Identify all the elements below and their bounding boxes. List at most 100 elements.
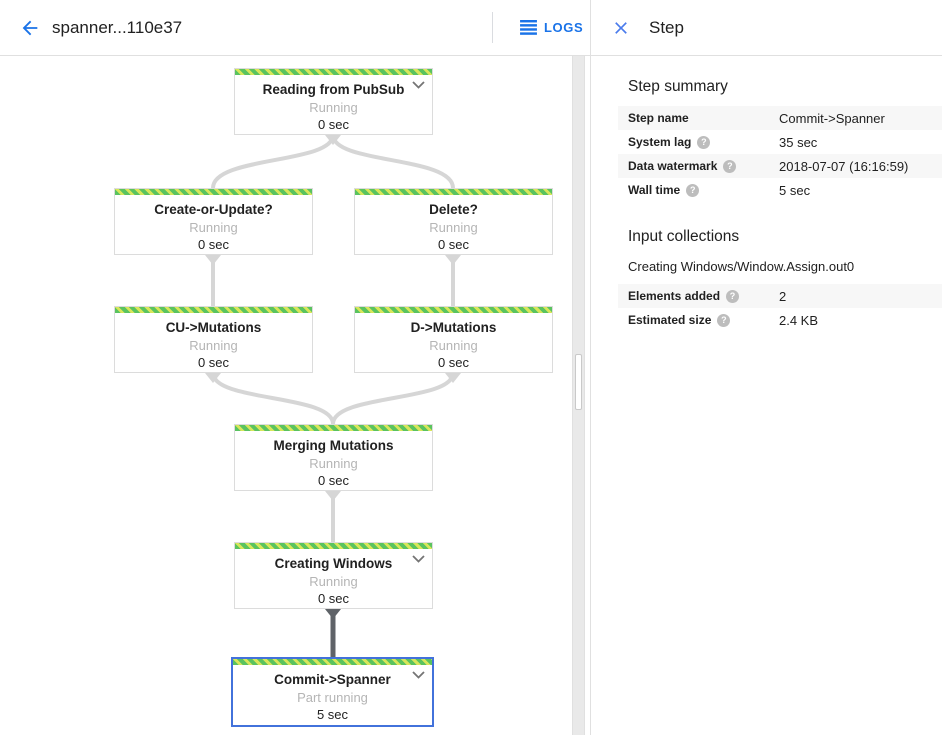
node-status: Part running <box>297 690 368 705</box>
logs-list-icon <box>520 20 537 35</box>
edge-arrow <box>445 373 461 383</box>
input-collections-heading: Input collections <box>628 228 740 245</box>
close-panel-button[interactable] <box>605 12 637 44</box>
node-status: Running <box>309 456 358 471</box>
help-icon[interactable]: ? <box>686 183 700 197</box>
step-summary-heading: Step summary <box>628 78 728 95</box>
row-label-text: Elements added <box>628 289 721 303</box>
running-stripe <box>115 307 312 313</box>
row-value: 35 sec <box>779 134 818 150</box>
table-row: Data watermark ? 2018-07-07 (16:16:59) <box>618 154 942 178</box>
splitter-drag-handle[interactable] <box>575 354 582 410</box>
input-collection-name: Creating Windows/Window.Assign.out0 <box>628 259 855 274</box>
node-status: Running <box>189 338 238 353</box>
logs-button-label: LOGS <box>544 20 584 35</box>
node-time: 0 sec <box>317 117 350 132</box>
running-stripe <box>235 69 432 75</box>
running-stripe <box>355 189 552 195</box>
table-row: Wall time ? 5 sec <box>618 178 942 202</box>
step-panel-header: Step <box>590 0 942 55</box>
graph-node-d-mutations[interactable]: D->Mutations Running 0 sec <box>354 306 553 373</box>
node-title: Commit->Spanner <box>274 672 391 687</box>
help-icon[interactable]: ? <box>726 289 740 303</box>
node-title: Reading from PubSub <box>262 82 405 97</box>
node-title: D->Mutations <box>410 320 497 335</box>
node-title: Creating Windows <box>274 556 393 571</box>
edge-arrow <box>445 255 461 265</box>
chevron-down-icon[interactable] <box>412 81 425 89</box>
running-stripe <box>235 543 432 549</box>
job-graph-canvas[interactable]: Reading from PubSub Running 0 sec Create… <box>0 56 572 735</box>
chevron-down-icon[interactable] <box>412 555 425 563</box>
row-label-text: System lag <box>628 135 692 149</box>
row-label: Data watermark ? <box>628 159 779 173</box>
row-label: Estimated size ? <box>628 313 779 327</box>
edge-arrow <box>325 609 341 619</box>
edge-arrow <box>205 255 221 265</box>
node-status: Running <box>429 338 478 353</box>
node-title: CU->Mutations <box>165 320 262 335</box>
graph-node-reading-from-pubsub[interactable]: Reading from PubSub Running 0 sec <box>234 68 433 135</box>
arrow-left-icon <box>22 20 38 35</box>
row-label-text: Estimated size <box>628 313 712 327</box>
chevron-down-icon[interactable] <box>412 671 425 679</box>
panel-title: Step <box>649 17 684 37</box>
row-value: Commit->Spanner <box>779 110 885 126</box>
row-label: Step name <box>628 111 779 125</box>
table-row: Step name Commit->Spanner <box>618 106 942 130</box>
input-collections-table: Elements added ? 2 Estimated size ? 2.4 … <box>618 284 942 332</box>
node-title: Delete? <box>429 202 478 217</box>
table-row: System lag ? 35 sec <box>618 130 942 154</box>
graph-node-creating-windows[interactable]: Creating Windows Running 0 sec <box>234 542 433 609</box>
job-title: spanner...110e37 <box>52 17 183 37</box>
node-time: 5 sec <box>316 707 349 722</box>
node-time: 0 sec <box>317 473 350 488</box>
help-icon[interactable]: ? <box>717 313 731 327</box>
row-value: 2.4 KB <box>779 312 819 328</box>
help-icon[interactable]: ? <box>697 135 711 149</box>
row-value: 2018-07-07 (16:16:59) <box>779 158 909 174</box>
node-time: 0 sec <box>317 591 350 606</box>
graph-node-merging-mutations[interactable]: Merging Mutations Running 0 sec <box>234 424 433 491</box>
graph-node-commit-spanner-selected[interactable]: Commit->Spanner Part running 5 sec <box>231 657 434 727</box>
topbar-divider <box>492 12 493 43</box>
node-time: 0 sec <box>437 355 470 370</box>
top-bar-left: spanner...110e37 <box>0 0 590 55</box>
row-label: Wall time ? <box>628 183 779 197</box>
edge-arrow <box>325 491 341 501</box>
running-stripe <box>115 189 312 195</box>
node-time: 0 sec <box>197 237 230 252</box>
node-status: Running <box>189 220 238 235</box>
node-title: Merging Mutations <box>273 438 394 453</box>
node-status: Running <box>309 574 358 589</box>
row-label-text: Data watermark <box>628 159 718 173</box>
edge-arrow <box>325 135 341 145</box>
running-stripe <box>355 307 552 313</box>
panel-splitter <box>572 56 585 735</box>
edge <box>331 372 455 425</box>
graph-edges <box>205 134 461 657</box>
graph-node-cu-mutations[interactable]: CU->Mutations Running 0 sec <box>114 306 313 373</box>
edge-arrow <box>205 373 221 383</box>
close-icon <box>615 21 627 34</box>
row-label: Elements added ? <box>628 289 779 303</box>
back-button[interactable] <box>14 12 46 44</box>
edge <box>331 134 455 189</box>
row-label-text: Step name <box>628 111 689 125</box>
node-time: 0 sec <box>437 237 470 252</box>
row-label: System lag ? <box>628 135 779 149</box>
node-status: Running <box>429 220 478 235</box>
running-stripe <box>235 425 432 431</box>
row-label-text: Wall time <box>628 183 681 197</box>
running-stripe <box>233 659 432 665</box>
help-icon[interactable]: ? <box>723 159 737 173</box>
step-summary-table: Step name Commit->Spanner System lag ? 3… <box>618 106 942 202</box>
logs-button[interactable]: LOGS <box>508 0 595 55</box>
top-bar: spanner...110e37 LOGS Step <box>0 0 942 56</box>
edge <box>211 134 335 189</box>
node-time: 0 sec <box>197 355 230 370</box>
graph-node-delete[interactable]: Delete? Running 0 sec <box>354 188 553 255</box>
graph-node-create-or-update[interactable]: Create-or-Update? Running 0 sec <box>114 188 313 255</box>
node-status: Running <box>309 100 358 115</box>
row-value: 5 sec <box>779 182 811 198</box>
